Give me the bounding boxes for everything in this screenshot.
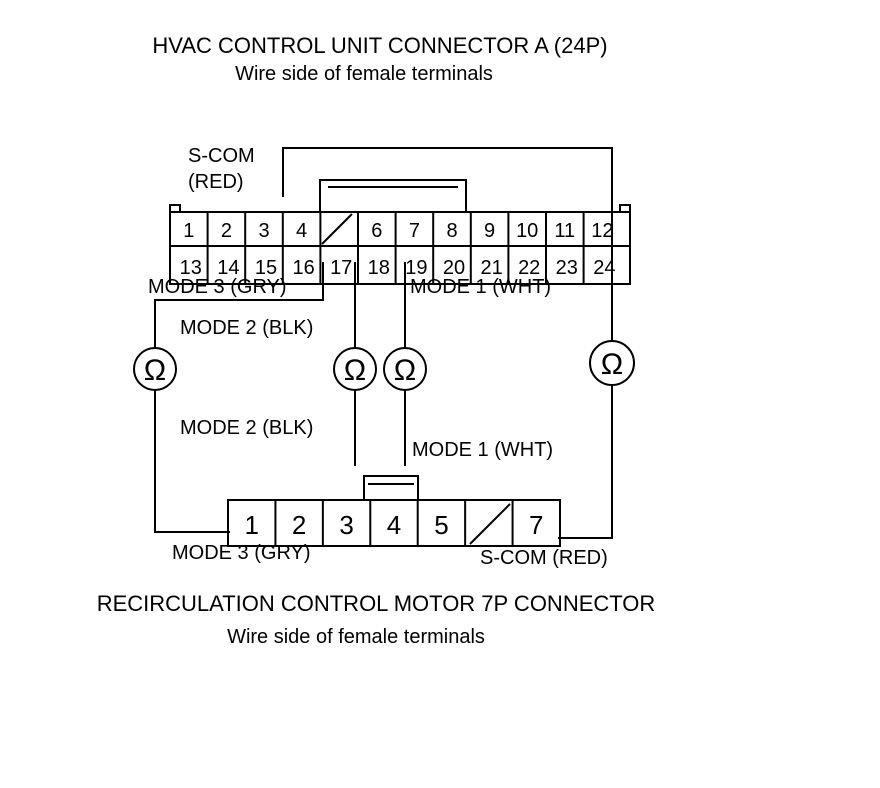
bottom-pin-7: 7 [529, 510, 543, 540]
bottom-connector-subtitle: Wire side of female terminals [227, 626, 485, 648]
mode3-bottom-label: MODE 3 (GRY) [172, 542, 311, 564]
top-pin-22: 22 [518, 257, 540, 279]
ohmmeter-mode1: Ω [383, 347, 427, 391]
top-pin-16: 16 [292, 257, 314, 279]
bottom-pin-5: 5 [434, 510, 448, 540]
top-pin-15: 15 [255, 257, 277, 279]
mode3-top-label: MODE 3 (GRY) [148, 276, 287, 298]
mode2-upper-label: MODE 2 (BLK) [180, 317, 313, 339]
top-pin-21: 21 [480, 257, 502, 279]
top-pin-24: 24 [593, 257, 615, 279]
top-connector-title: HVAC CONTROL UNIT CONNECTOR A (24P) [152, 33, 607, 58]
bottom-pin-1: 1 [244, 510, 258, 540]
scom-wire-top [282, 147, 613, 340]
bottom-connector-title: RECIRCULATION CONTROL MOTOR 7P CONNECTOR [97, 591, 656, 616]
top-pin-2: 2 [221, 220, 232, 242]
ohmmeter-mode2: Ω [333, 347, 377, 391]
top-pin-6: 6 [371, 220, 382, 242]
top-pin-13: 13 [180, 257, 202, 279]
top-pin-8: 8 [446, 220, 457, 242]
scom-top-label-1: S-COM [188, 145, 255, 167]
top-pin-23: 23 [556, 257, 578, 279]
ohm-icon: Ω [601, 348, 623, 381]
mode1-lower-label: MODE 1 (WHT) [412, 439, 553, 461]
bottom-pin-4: 4 [387, 510, 401, 540]
bottom-pin-3: 3 [339, 510, 353, 540]
bottom-pin-2: 2 [292, 510, 306, 540]
top-pin-7: 7 [409, 220, 420, 242]
top-pin-10: 10 [516, 220, 538, 242]
top-pin-18: 18 [368, 257, 390, 279]
top-pin-12: 12 [591, 220, 613, 242]
mode2-lower-label: MODE 2 (BLK) [180, 417, 313, 439]
top-pin-9: 9 [484, 220, 495, 242]
scom-wire-lower [558, 385, 613, 539]
top-pin-20: 20 [443, 257, 465, 279]
top-pin-17: 17 [330, 257, 352, 279]
top-pin-3: 3 [258, 220, 269, 242]
top-pin-14: 14 [217, 257, 239, 279]
ohmmeter-mode3: Ω [133, 347, 177, 391]
ohmmeter-scom: Ω [589, 340, 635, 386]
top-pin-4: 4 [296, 220, 307, 242]
ohm-icon: Ω [394, 354, 416, 387]
mode1-top-label: MODE 1 (WHT) [410, 276, 551, 298]
mode3-wire-lower [154, 390, 230, 533]
bottom-connector: 1 2 3 4 5 7 [227, 475, 561, 547]
ohm-icon: Ω [344, 354, 366, 387]
scom-bottom-label: S-COM (RED) [480, 547, 608, 569]
top-pin-1: 1 [183, 220, 194, 242]
top-pin-19: 19 [405, 257, 427, 279]
top-pin-11: 11 [554, 220, 575, 242]
ohm-icon: Ω [144, 354, 166, 387]
top-row2-pins: 13 14 15 16 17 18 19 20 21 22 23 24 [180, 257, 616, 279]
mode3-wire-upper [154, 262, 324, 348]
bottom-pins: 1 2 3 4 5 7 [244, 510, 543, 540]
top-connector-subtitle: Wire side of female terminals [235, 63, 493, 85]
scom-top-label-2: (RED) [188, 171, 244, 193]
